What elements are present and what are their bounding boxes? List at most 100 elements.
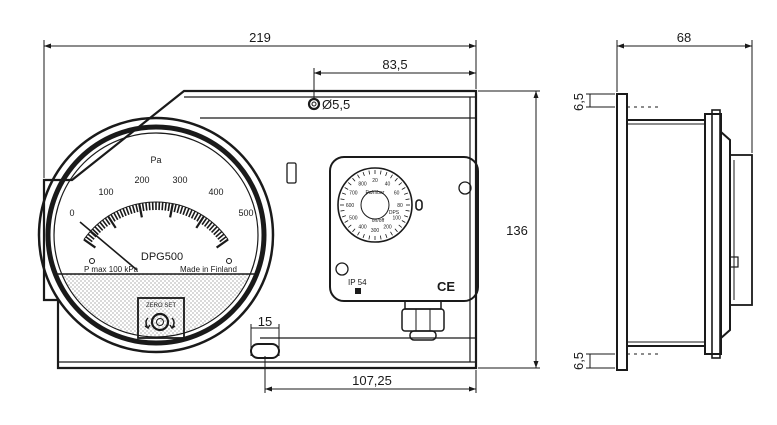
- cable-gland-base: [404, 300, 442, 310]
- switch-screw-bottom-left: [335, 262, 349, 276]
- gauge-minor-tick: [113, 212, 119, 221]
- gauge-major-tick: [169, 203, 174, 218]
- dial-tick: [352, 177, 356, 182]
- dial-tick: [368, 170, 371, 175]
- dim-slot-width: 15: [258, 314, 272, 329]
- gauge-minor-tick: [131, 204, 136, 214]
- dim-height: 136: [506, 223, 528, 238]
- gauge-scale-arc: [83, 201, 229, 240]
- gauge-screw-left: [89, 258, 95, 264]
- dial-tick: [394, 228, 398, 233]
- dial-tick: [362, 233, 365, 239]
- zero-set-arrow-left: [144, 317, 151, 329]
- dial-tick: [401, 220, 406, 223]
- dial-number: 100: [392, 216, 401, 222]
- dial-tick: [390, 231, 393, 236]
- gauge-minor-tick: [96, 223, 104, 231]
- dial-tick: [340, 209, 345, 212]
- dial-tick: [341, 215, 347, 218]
- scale-label-300: 300: [172, 175, 187, 185]
- gauge-minor-tick: [104, 217, 111, 226]
- gauge-major-tick: [195, 215, 205, 229]
- dial-tick: [344, 220, 349, 223]
- scale-label-100: 100: [98, 187, 113, 197]
- scale-label-200: 200: [134, 175, 149, 185]
- gauge-major-tick: [138, 203, 143, 218]
- gauge-minor-tick: [85, 236, 93, 243]
- dial-tick: [405, 198, 410, 201]
- gauge-minor-tick: [94, 226, 102, 234]
- gauge-minor-tick: [87, 233, 95, 240]
- gauge-minor-tick: [135, 204, 139, 213]
- gauge-bezel: [45, 124, 267, 346]
- zero-set-screw[interactable]: [150, 312, 170, 332]
- side-bezel-lip: [711, 109, 721, 359]
- gauge-minor-tick: [99, 221, 106, 229]
- gauge-unit: Pa: [150, 155, 161, 165]
- ip-square: [355, 288, 361, 294]
- gauge-minor-tick: [206, 221, 213, 229]
- switch-dial-label-1: Pa/mbar: [366, 190, 385, 196]
- dial-number: 500: [349, 216, 358, 222]
- switch-dial-label-2: DPS: [389, 210, 400, 216]
- mounting-hole-inner: [311, 101, 317, 107]
- gauge-minor-tick: [210, 226, 218, 234]
- gauge-outer-rim: [37, 116, 275, 354]
- pressure-gauge: Pa 0 100 200 300 400 500 DPG500 P max 10…: [37, 116, 275, 354]
- side-body: [626, 119, 706, 347]
- pressure-nipple: [286, 162, 297, 184]
- gauge-model: DPG500: [141, 251, 183, 263]
- dial-number: 800: [358, 181, 367, 187]
- gauge-minor-tick: [219, 236, 227, 243]
- gauge-origin: Made in Finland: [180, 265, 237, 274]
- scale-label-400: 400: [208, 187, 223, 197]
- side-switch-knob: [729, 256, 739, 268]
- gauge-minor-tick: [122, 208, 127, 217]
- switch-housing: [329, 156, 479, 302]
- gauge-minor-tick: [125, 206, 130, 216]
- gauge-minor-tick: [145, 202, 148, 211]
- gauge-minor-tick: [190, 210, 196, 219]
- gauge-minor-tick: [185, 208, 190, 217]
- zero-set-label: ZERO SET: [146, 303, 176, 309]
- dial-tick: [341, 192, 347, 195]
- gauge-minor-tick: [217, 233, 225, 240]
- switch-dial-knob[interactable]: [415, 199, 423, 211]
- dial-tick: [385, 171, 388, 177]
- gauge-minor-tick: [167, 202, 171, 212]
- dial-number: 400: [358, 225, 367, 231]
- gauge-major-tick: [83, 238, 97, 249]
- dial-tick: [385, 233, 388, 239]
- gauge-minor-tick: [116, 210, 122, 219]
- gauge-minor-tick: [119, 209, 124, 218]
- dial-tick: [344, 187, 349, 190]
- gauge-minor-tick: [193, 212, 199, 221]
- gauge-major-tick: [215, 238, 229, 249]
- gauge-minor-tick: [161, 202, 164, 211]
- dial-number: 20: [372, 178, 378, 184]
- gauge-minor-tick: [128, 205, 133, 214]
- gauge-minor-tick: [179, 205, 184, 214]
- ip-rating: IP 54: [348, 278, 367, 287]
- dial-tick: [357, 174, 360, 179]
- dial-number: 300: [371, 228, 380, 234]
- dial-tick: [379, 170, 382, 175]
- ce-mark: CE: [437, 279, 455, 294]
- dim-hole-diameter: Ø5,5: [322, 97, 350, 112]
- gauge-minor-tick: [91, 228, 99, 236]
- dial-tick: [352, 228, 356, 233]
- side-view: 68 6,5 6,5: [571, 30, 753, 371]
- switch-dial-outer: [337, 167, 413, 243]
- zero-set-arrow-right: [169, 317, 176, 329]
- scale-label-0: 0: [69, 208, 74, 218]
- dial-tick: [347, 182, 352, 186]
- side-back-plate: [616, 93, 628, 371]
- dial-tick: [347, 224, 352, 228]
- dial-tick: [394, 177, 398, 182]
- dial-tick: [405, 209, 410, 212]
- dial-number: 40: [385, 181, 391, 187]
- gauge-pmax: P max 100 kPa: [84, 265, 139, 274]
